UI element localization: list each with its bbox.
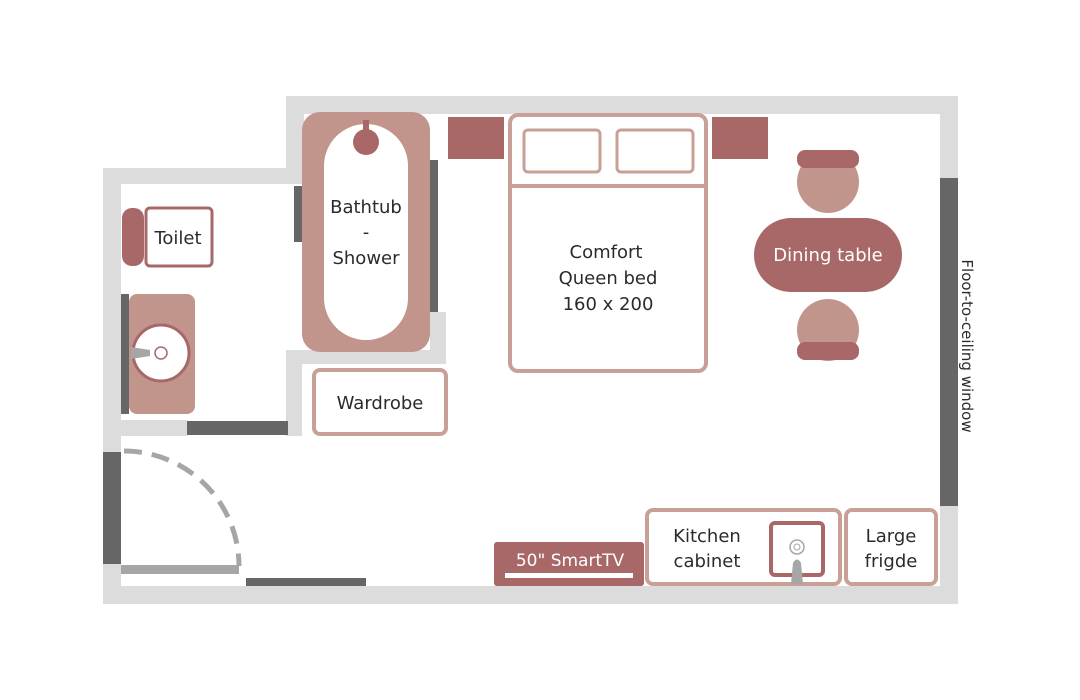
bathtub-drain <box>353 129 379 155</box>
left-window-upper <box>121 294 129 414</box>
toilet-tank <box>122 208 144 266</box>
wall-bath-bottom-left <box>103 420 187 436</box>
wall-top-left <box>103 168 304 184</box>
dining-table <box>754 218 902 292</box>
bed-label-line2: Queen bed <box>559 268 658 289</box>
toilet-label: Toilet <box>153 228 201 249</box>
sink-faucet <box>131 347 150 359</box>
bathtub-label-line3: Shower <box>332 248 400 269</box>
bathroom-door-bar <box>187 421 288 435</box>
entrance-door-leaf <box>121 565 239 574</box>
smart-tv-label: 50" SmartTV <box>516 551 625 571</box>
left-window-lower <box>103 452 121 564</box>
bed-label-line3: 160 x 200 <box>563 294 654 315</box>
wall-wardrobe-left <box>286 350 302 436</box>
partition-bath-right <box>430 160 438 312</box>
dining-chair-bottom-back <box>797 342 859 360</box>
bathtub-label-line1: Bathtub <box>330 197 402 218</box>
dark-wall-segments <box>103 160 958 586</box>
wardrobe-label: Wardrobe <box>337 393 424 414</box>
sink-drain <box>154 346 168 360</box>
partition-bath-left <box>294 186 302 242</box>
bathtub-label-line2: - <box>363 222 370 243</box>
bottom-window <box>246 578 366 586</box>
kitchen-faucet <box>791 559 803 584</box>
fridge-label-line1: Large <box>866 526 917 547</box>
fridge-label-line2: frigde <box>865 551 918 572</box>
kitchen-sink-drain-center <box>793 543 801 551</box>
kitchen-sink-drain <box>789 539 805 555</box>
wall-wardrobe-top <box>286 350 446 364</box>
nightstand-left <box>448 117 504 159</box>
kitchen-label-line2: cabinet <box>674 551 741 572</box>
bed-label-line1: Comfort <box>570 242 643 263</box>
window-label: Floor-to-ceiling window <box>958 259 976 432</box>
wall-bottom <box>103 586 958 604</box>
door-swing-arc <box>123 448 242 567</box>
wall-bath-right-lower <box>430 312 446 350</box>
kitchen-label-line1: Kitchen <box>673 526 741 547</box>
large-fridge <box>844 508 938 586</box>
wall-bath-right <box>430 96 446 112</box>
smart-tv-screen-line <box>505 573 633 578</box>
nightstand-right <box>712 117 768 159</box>
dining-chair-top-back <box>797 150 859 168</box>
pillow-right <box>615 128 695 174</box>
bed-frame <box>508 113 708 373</box>
wall-top-main <box>286 96 958 114</box>
bathtub-inner <box>324 124 408 340</box>
wardrobe <box>312 368 448 436</box>
bathtub-drain-stem <box>363 120 369 136</box>
dining-table-label: Dining table <box>773 245 882 266</box>
wall-bath-left <box>286 96 304 184</box>
pillow-left <box>522 128 602 174</box>
floor-to-ceiling-window <box>940 178 958 506</box>
toilet-bowl <box>144 206 214 268</box>
